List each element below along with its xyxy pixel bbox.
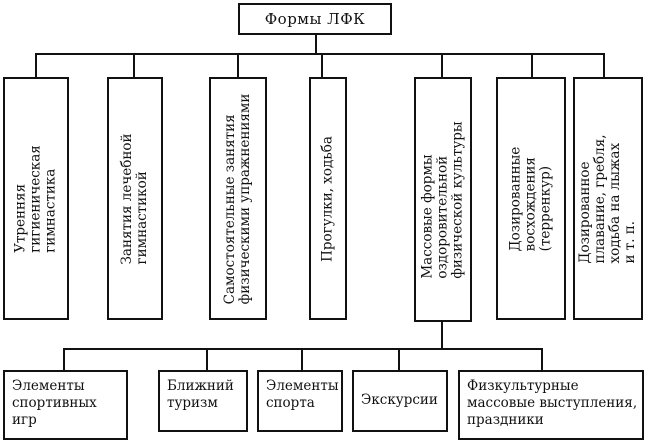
form-node-mass-forms: Массовые формы оздоровительной физическо… — [414, 77, 472, 322]
mass-label: Элементы спортивных игр — [12, 378, 97, 428]
mass-node-excursions: Экскурсии — [352, 370, 448, 432]
bottom-drop-line-1 — [63, 348, 65, 371]
mass-stem-line — [441, 322, 443, 350]
root-node: Формы ЛФК — [238, 3, 392, 35]
bottom-drop-line-4 — [398, 348, 400, 371]
root-label: Формы ЛФК — [264, 10, 366, 28]
form-node-dosed-swimming: Дозированное плавание, гребля, ходьба на… — [573, 77, 643, 320]
mass-node-sport-games: Элементы спортивных игр — [3, 370, 128, 440]
form-label: Массовые формы оздоровительной физическо… — [419, 120, 466, 279]
bottom-drop-line-2 — [206, 348, 208, 371]
bottom-bus-line — [63, 348, 543, 350]
form-node-therapeutic-gymnastics: Занятия лечебной гимнастикой — [107, 77, 163, 320]
form-label: Самостоятельные занятия физическими упра… — [222, 93, 253, 304]
drop-line-4 — [321, 53, 323, 77]
form-label: Утренняя гигиеническая гимнастика — [12, 144, 59, 253]
drop-line-2 — [133, 53, 135, 77]
bottom-drop-line-5 — [541, 348, 543, 371]
drop-line-5 — [441, 53, 443, 77]
form-label: Занятия лечебной гимнастикой — [119, 133, 150, 264]
drop-line-1 — [35, 53, 37, 77]
form-label: Дозированные восхождения (терренкур) — [507, 146, 554, 251]
bottom-drop-line-3 — [301, 348, 303, 371]
mass-label: Ближний туризм — [167, 378, 234, 411]
form-label: Прогулки, ходьба — [319, 135, 336, 262]
mass-node-tourism: Ближний туризм — [158, 370, 248, 432]
form-node-terrenkur: Дозированные восхождения (терренкур) — [496, 77, 566, 320]
drop-line-7 — [603, 53, 605, 77]
form-node-morning-gymnastics: Утренняя гигиеническая гимнастика — [3, 77, 69, 320]
mass-label: Физкультурные массовые выступления, праз… — [467, 378, 638, 428]
form-node-walks: Прогулки, ходьба — [309, 77, 347, 320]
mass-node-sport-elements: Элементы спорта — [257, 370, 343, 432]
mass-label: Экскурсии — [361, 392, 438, 408]
drop-line-6 — [531, 53, 533, 77]
top-bus-line — [35, 53, 605, 55]
drop-line-3 — [237, 53, 239, 77]
mass-node-festivals: Физкультурные массовые выступления, праз… — [458, 370, 644, 440]
form-node-independent-exercise: Самостоятельные занятия физическими упра… — [209, 77, 267, 320]
root-stem-line — [315, 34, 317, 54]
mass-label: Элементы спорта — [266, 378, 339, 411]
form-label: Дозированное плавание, гребля, ходьба на… — [577, 133, 638, 264]
